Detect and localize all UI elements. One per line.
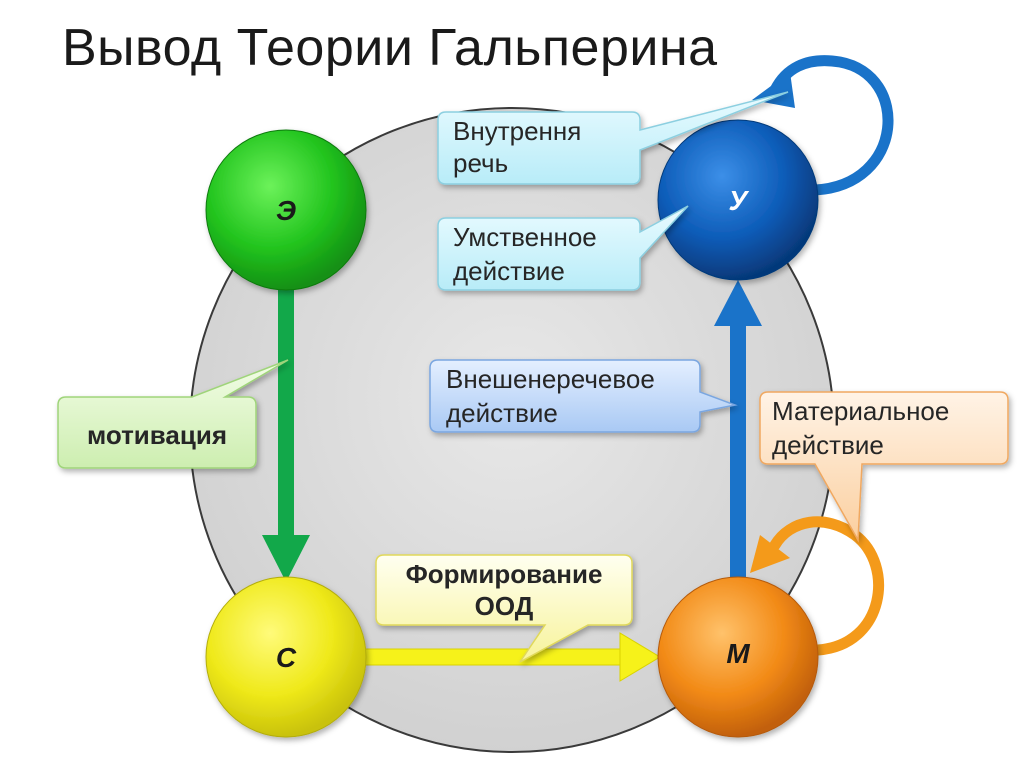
node-e-label: Э — [276, 195, 296, 226]
callout-external-speech-line2: действие — [446, 398, 558, 428]
callout-inner-speech: Внутрення речь — [437, 91, 789, 185]
callout-external-speech-line1: Внешенеречевое — [446, 364, 655, 394]
blue-arrow — [714, 280, 762, 582]
callout-material-action-line2: действие — [772, 430, 884, 460]
callout-inner-speech-line1: Внутрення — [453, 116, 581, 146]
callout-material-action-line1: Материальное — [772, 396, 949, 426]
yellow-arrow — [359, 632, 661, 682]
node-u: У — [657, 119, 819, 281]
page-title: Вывод Теории Гальперина — [62, 19, 718, 77]
node-s-label: С — [276, 642, 297, 673]
orange-loop-arrow — [750, 516, 885, 656]
node-u-label: У — [729, 185, 750, 216]
callout-external-speech: Внешенеречевое действие — [429, 359, 738, 433]
callout-ood-line2: ООД — [475, 591, 534, 621]
callout-ood: Формирование ООД — [375, 554, 633, 663]
callout-motivation-text: мотивация — [87, 420, 227, 450]
node-e: Э — [205, 129, 367, 291]
node-s: С — [205, 576, 367, 738]
callout-mental-action: Умственное действие — [437, 205, 689, 291]
callout-inner-speech-line2: речь — [453, 148, 508, 178]
callout-material-action: Материальное действие — [759, 391, 1009, 543]
node-m-label: М — [726, 638, 750, 669]
green-arrow — [262, 285, 310, 582]
callout-mental-action-line1: Умственное — [453, 222, 597, 252]
callout-ood-line1: Формирование — [406, 559, 603, 589]
callout-motivation: мотивация — [57, 359, 289, 469]
node-m: М — [657, 576, 819, 738]
callout-mental-action-line2: действие — [453, 256, 565, 286]
